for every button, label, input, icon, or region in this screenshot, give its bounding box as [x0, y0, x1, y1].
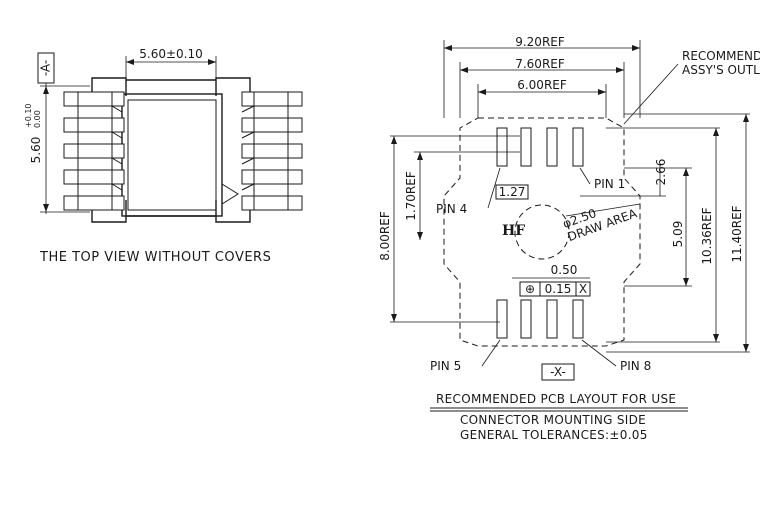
bottom-pads	[496, 299, 584, 339]
layout-title: RECOMMENDED PCB LAYOUT FOR USE	[436, 392, 676, 406]
top-view-caption: THE TOP VIEW WITHOUT COVERS	[39, 250, 271, 265]
pcb-layout-view: 9.20REF 7.60REF 6.00REF HF	[378, 35, 760, 442]
dim-266-label: 2.66	[654, 159, 668, 186]
dim-1140-label: 11.40REF	[730, 205, 744, 262]
pin5-label: PIN 5	[430, 359, 461, 373]
height-dim-label: 5.60	[29, 137, 43, 164]
height-dim-group: 5.60 +0.10 0.00	[24, 103, 43, 163]
dim-170-label: 1.70REF	[404, 171, 418, 221]
position-tol-icon: ⊕	[525, 282, 535, 296]
draw-area-circle	[514, 204, 570, 260]
housing-body	[121, 93, 223, 217]
right-contacts	[241, 91, 303, 211]
top-pads	[496, 127, 584, 167]
top-view: -A- 5.60 +0.10 0.00 5.60±0.10	[24, 47, 303, 265]
height-tol-plus: +0.10	[24, 103, 33, 128]
rec-outline-line2: ASSY'S OUTLINE	[682, 63, 760, 77]
dim-760-label: 7.60REF	[515, 57, 565, 71]
height-tol-minus: 0.00	[33, 110, 42, 128]
rec-outline-line1: RECOMMENDED	[682, 49, 760, 63]
dim-509-label: 5.09	[671, 221, 685, 248]
tol-datum: X	[579, 282, 587, 296]
datum-a-label: -A-	[39, 60, 53, 76]
assy-outline	[443, 117, 641, 347]
left-contacts	[63, 91, 125, 211]
dim-127-label: 1.27	[499, 185, 526, 199]
dim-1036-label: 10.36REF	[700, 207, 714, 264]
brand-label: HF	[502, 223, 525, 239]
housing-cavity	[127, 99, 217, 211]
width-dim-label: 5.60±0.10	[139, 47, 203, 61]
general-tolerances: GENERAL TOLERANCES:±0.05	[460, 428, 648, 442]
pin1-marker-icon	[221, 183, 239, 205]
pin1-label: PIN 1	[594, 177, 625, 191]
layout-subtitle: CONNECTOR MOUNTING SIDE	[460, 413, 646, 427]
dim-800-label: 8.00REF	[378, 211, 392, 261]
dim-600-label: 6.00REF	[517, 78, 567, 92]
dim-920-label: 9.20REF	[515, 35, 565, 49]
tol-value: 0.15	[545, 282, 572, 296]
datum-x-label: -X-	[550, 365, 566, 379]
pin8-label: PIN 8	[620, 359, 651, 373]
pin4-label: PIN 4	[436, 202, 467, 216]
dim-050-label: 0.50	[551, 263, 578, 277]
